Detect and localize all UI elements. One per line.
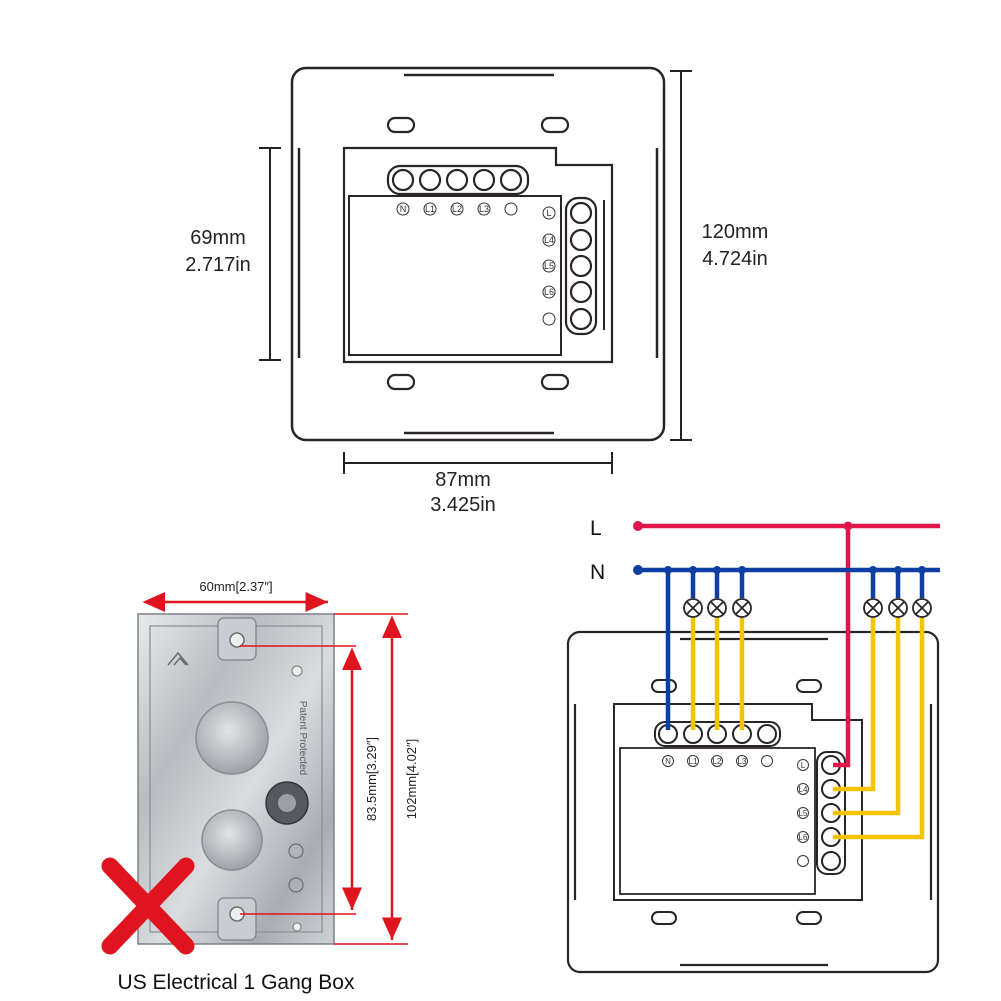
width-dimension-line bbox=[343, 452, 613, 474]
plate-height-dimension-line bbox=[670, 70, 692, 441]
lamp-icons bbox=[683, 598, 932, 618]
svg-text:L4: L4 bbox=[544, 235, 554, 245]
svg-text:N: N bbox=[665, 757, 671, 766]
live-label: L bbox=[590, 517, 602, 540]
box-maker-logo bbox=[167, 651, 189, 666]
box-stamp-text: Patent Protected bbox=[297, 701, 308, 776]
svg-text:L2: L2 bbox=[713, 757, 722, 766]
svg-text:L6: L6 bbox=[544, 287, 554, 297]
svg-text:L1: L1 bbox=[425, 204, 435, 214]
lamp-icon bbox=[732, 598, 752, 618]
svg-text:N: N bbox=[400, 204, 407, 214]
lamp-icon bbox=[888, 598, 908, 618]
lamp-icon bbox=[707, 598, 727, 618]
wiring-terminal-labels: N L1 L2 L3 L L4 L5 L6 bbox=[662, 755, 809, 867]
svg-text:L: L bbox=[546, 208, 551, 218]
box-caption: US Electrical 1 Gang Box bbox=[118, 971, 355, 994]
live-wire bbox=[638, 523, 940, 768]
knockout-bottom bbox=[201, 809, 263, 871]
svg-text:L1: L1 bbox=[689, 757, 698, 766]
svg-text:L2: L2 bbox=[452, 204, 462, 214]
neutral-wire bbox=[638, 567, 940, 730]
height-mm-label: 69mm bbox=[190, 227, 246, 249]
svg-text:L3: L3 bbox=[479, 204, 489, 214]
side-terminal-labels: L L4 L5 L6 bbox=[542, 206, 556, 326]
svg-text:L5: L5 bbox=[799, 809, 808, 818]
plate-height-mm-label: 120mm bbox=[702, 221, 769, 243]
live-wire-node bbox=[633, 521, 643, 531]
wiring-diagram: L N bbox=[566, 517, 940, 974]
inner-height-label: 83.5mm[3.29″] bbox=[364, 737, 379, 821]
wiring-module-body bbox=[613, 703, 863, 901]
svg-text:L6: L6 bbox=[799, 833, 808, 842]
switch-plate bbox=[290, 66, 666, 442]
lamp-icon bbox=[863, 598, 883, 618]
height-dimension-line bbox=[259, 147, 281, 361]
plate-height-in-label: 4.724in bbox=[702, 248, 768, 270]
lamp-icon bbox=[912, 598, 932, 618]
module-body bbox=[342, 146, 614, 364]
width-mm-label: 87mm bbox=[435, 469, 491, 491]
svg-text:L4: L4 bbox=[799, 785, 808, 794]
top-terminal-screws bbox=[386, 164, 530, 196]
wiring-switch-plate bbox=[566, 630, 940, 974]
top-terminal-labels: N L1 L2 L3 bbox=[396, 202, 518, 216]
us-gang-box: 60mm[2.37″] Patent Protected 83.5mm[3.29… bbox=[101, 579, 419, 994]
outer-height-label: 102mm[4.02″] bbox=[404, 739, 419, 819]
svg-text:L5: L5 bbox=[544, 261, 554, 271]
svg-text:L: L bbox=[801, 761, 806, 770]
load-wires bbox=[690, 618, 925, 840]
neutral-label: N bbox=[590, 561, 605, 584]
svg-text:L3: L3 bbox=[738, 757, 747, 766]
height-in-label: 2.717in bbox=[185, 254, 251, 276]
top-switch-diagram: N L1 L2 L3 L L4 L5 L6 bbox=[185, 66, 769, 516]
side-terminal-screws bbox=[564, 196, 598, 336]
width-in-label: 3.425in bbox=[430, 494, 496, 516]
box-width-label: 60mm[2.37″] bbox=[199, 579, 272, 594]
not-compatible-cross-icon bbox=[101, 857, 195, 955]
neutral-wire-node bbox=[633, 565, 643, 575]
lamp-icon bbox=[683, 598, 703, 618]
knockout-top bbox=[195, 701, 269, 775]
